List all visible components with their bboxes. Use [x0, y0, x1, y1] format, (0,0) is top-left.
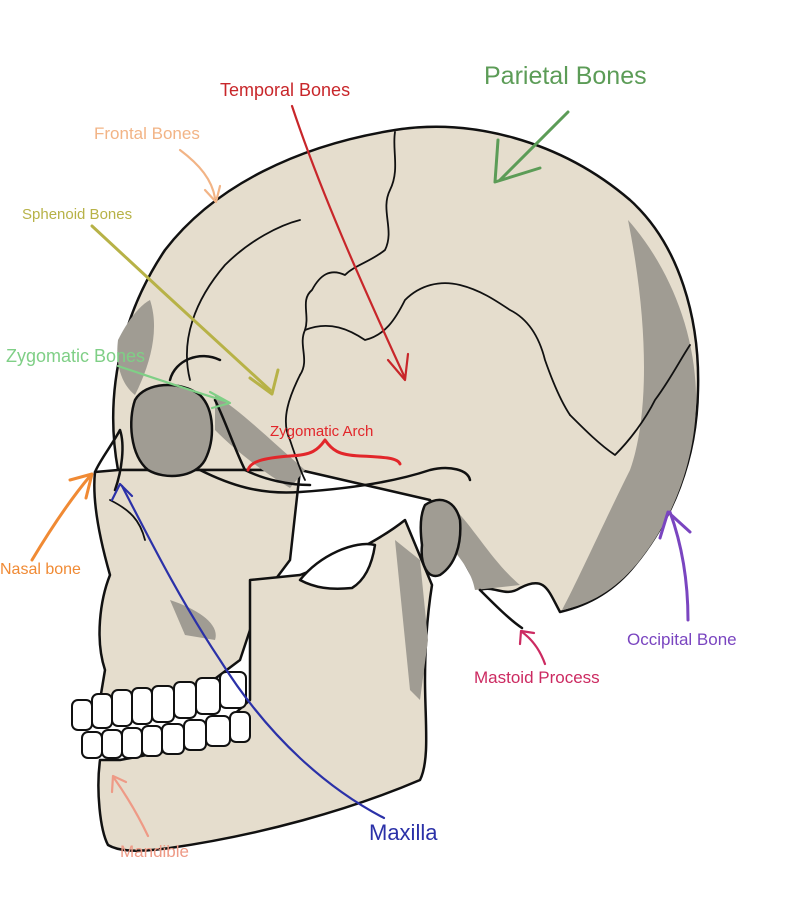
- mandible-notch: [298, 542, 377, 590]
- occipital-shade: [562, 220, 697, 610]
- label-occipital: Occipital Bone: [627, 630, 737, 649]
- frontal-line: [186, 219, 301, 381]
- sphenoid-arrow: [90, 224, 280, 396]
- zygomatic-arrow: [116, 364, 232, 410]
- ramus-shade: [395, 540, 428, 700]
- zygomatic-arch-bracket: [246, 438, 402, 472]
- mastoid-arrow: [518, 629, 547, 666]
- brow-shade: [117, 300, 155, 395]
- lambdoid-suture: [569, 344, 691, 456]
- label-temporal: Temporal Bones: [220, 80, 350, 100]
- frontal-arrow: [178, 148, 222, 204]
- squamous-suture: [304, 282, 571, 416]
- eye-orbit: [130, 383, 214, 478]
- label-frontal: Frontal Bones: [94, 124, 200, 143]
- orbit-side-shade: [215, 395, 305, 488]
- label-mandible: Mandible: [120, 842, 189, 861]
- label-parietal: Parietal Bones: [484, 62, 647, 90]
- temporal-arrow: [290, 104, 410, 382]
- occipital-arrow: [658, 510, 692, 622]
- mandible: [97, 518, 434, 852]
- sphenoid-suture: [285, 374, 306, 481]
- label-sphenoid: Sphenoid Bones: [22, 206, 132, 223]
- skull-drawing: [71, 125, 700, 852]
- label-maxilla: Maxilla: [369, 820, 438, 845]
- parietal-arrow: [493, 110, 570, 184]
- label-mastoid: Mastoid Process: [474, 668, 600, 687]
- label-zygomatic: Zygomatic Bones: [6, 346, 145, 366]
- label-nasal: Nasal bone: [0, 561, 81, 578]
- teeth: [71, 671, 251, 759]
- label-zygomatic-arch: Zygomatic Arch: [270, 423, 373, 440]
- mastoid-process: [419, 498, 462, 578]
- nasal-arrow: [30, 472, 94, 562]
- mandible-shade: [170, 600, 216, 640]
- mandible-arrow: [110, 774, 150, 838]
- maxilla-arrow: [110, 482, 386, 820]
